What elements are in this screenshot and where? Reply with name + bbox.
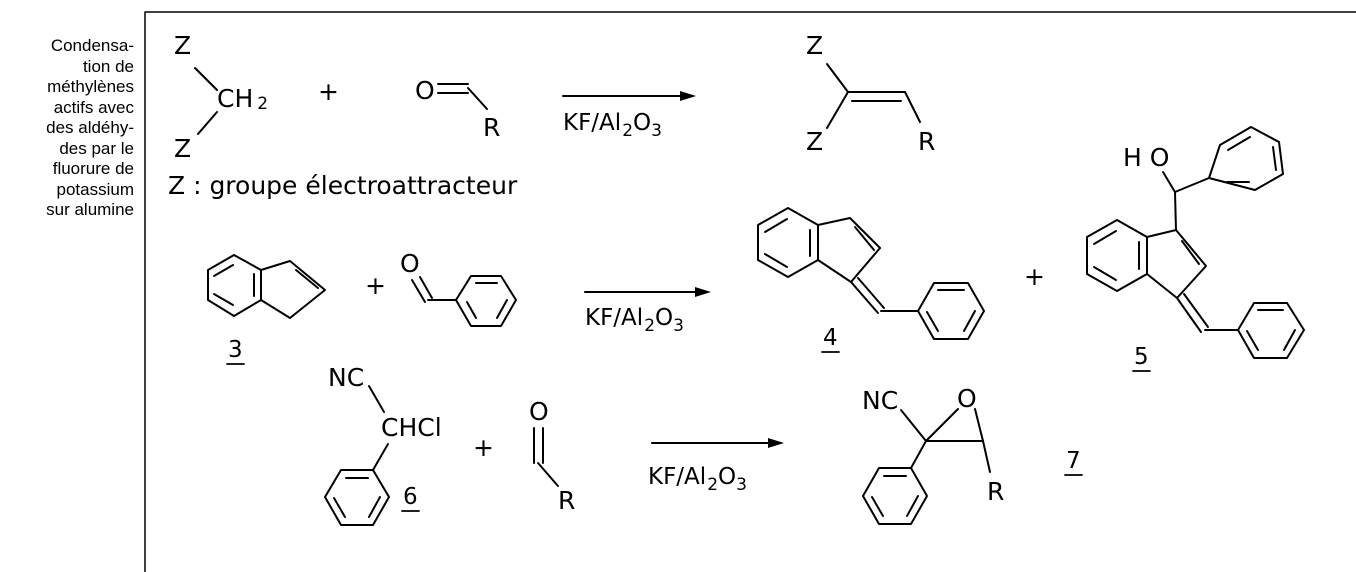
compound-label-6: 6 [403, 484, 418, 510]
aldehyde-o: O [415, 76, 435, 105]
scheme-frame [144, 11, 1356, 572]
benzaldehyde: O [400, 249, 517, 327]
nitrile-nc: NC [328, 363, 364, 392]
product-4 [757, 207, 985, 340]
caption-line: des par le [59, 138, 134, 158]
caption-line: tion de [82, 56, 134, 76]
epoxide-o: O [957, 384, 977, 413]
row3-aldehyde-r: R [558, 486, 575, 515]
reagent-row2: KF/Al2O3 [585, 305, 684, 336]
aldehyde-r: R [483, 113, 500, 142]
z-note: Z : groupe électroattracteur [168, 171, 518, 200]
reagent-row1: KF/Al2O3 [563, 110, 662, 141]
row3-aldehyde-o: O [529, 397, 549, 426]
compound-label-3: 3 [228, 337, 243, 363]
product-5: H O [1086, 126, 1305, 359]
plus-row3: + [473, 433, 494, 462]
product-r: R [918, 127, 935, 156]
product-z-top: Z [806, 31, 823, 60]
plus-row1: + [318, 77, 339, 106]
epoxide-nc: NC [862, 386, 898, 415]
indene-3 [207, 254, 326, 319]
caption-line: des aldéhy- [46, 118, 134, 137]
plus-row2-product: + [1024, 262, 1045, 291]
caption-line: potassium [56, 179, 134, 199]
plus-row2: + [365, 271, 386, 300]
row1-aldehyde: O R [415, 76, 500, 142]
hydroxyl-ho: H O [1123, 143, 1169, 172]
reagent-row3: KF/Al2O3 [648, 464, 747, 495]
caption-line: fluorure de [52, 159, 134, 178]
chcl-label: CHCl [381, 413, 442, 442]
product-z-bottom: Z [806, 127, 823, 156]
caption-line: sur alumine [46, 200, 134, 219]
z-top: Z [174, 31, 191, 60]
row1-arrow: KF/Al2O3 [562, 91, 696, 141]
row3-aldehyde: O R [529, 397, 575, 515]
caption-line: actifs avec [53, 97, 134, 117]
compound-label-7: 7 [1066, 448, 1081, 474]
row3-arrow: KF/Al2O3 [648, 438, 784, 495]
row2-arrow: KF/Al2O3 [584, 287, 711, 336]
compound-6: NC CHCl [324, 363, 442, 526]
epoxide-7: NC O R [862, 384, 1004, 525]
epoxide-r: R [987, 477, 1004, 506]
compound-label-4: 4 [823, 325, 838, 351]
row1-product-alkene: Z Z R [806, 31, 935, 156]
benzaldehyde-o: O [400, 249, 420, 278]
caption: Condensa- tion de méthylènes actifs avec… [0, 36, 134, 221]
caption-line: Condensa- [50, 36, 134, 55]
compound-label-5: 5 [1134, 344, 1149, 370]
z-bottom: Z [174, 134, 191, 163]
caption-line: méthylènes [47, 77, 134, 96]
